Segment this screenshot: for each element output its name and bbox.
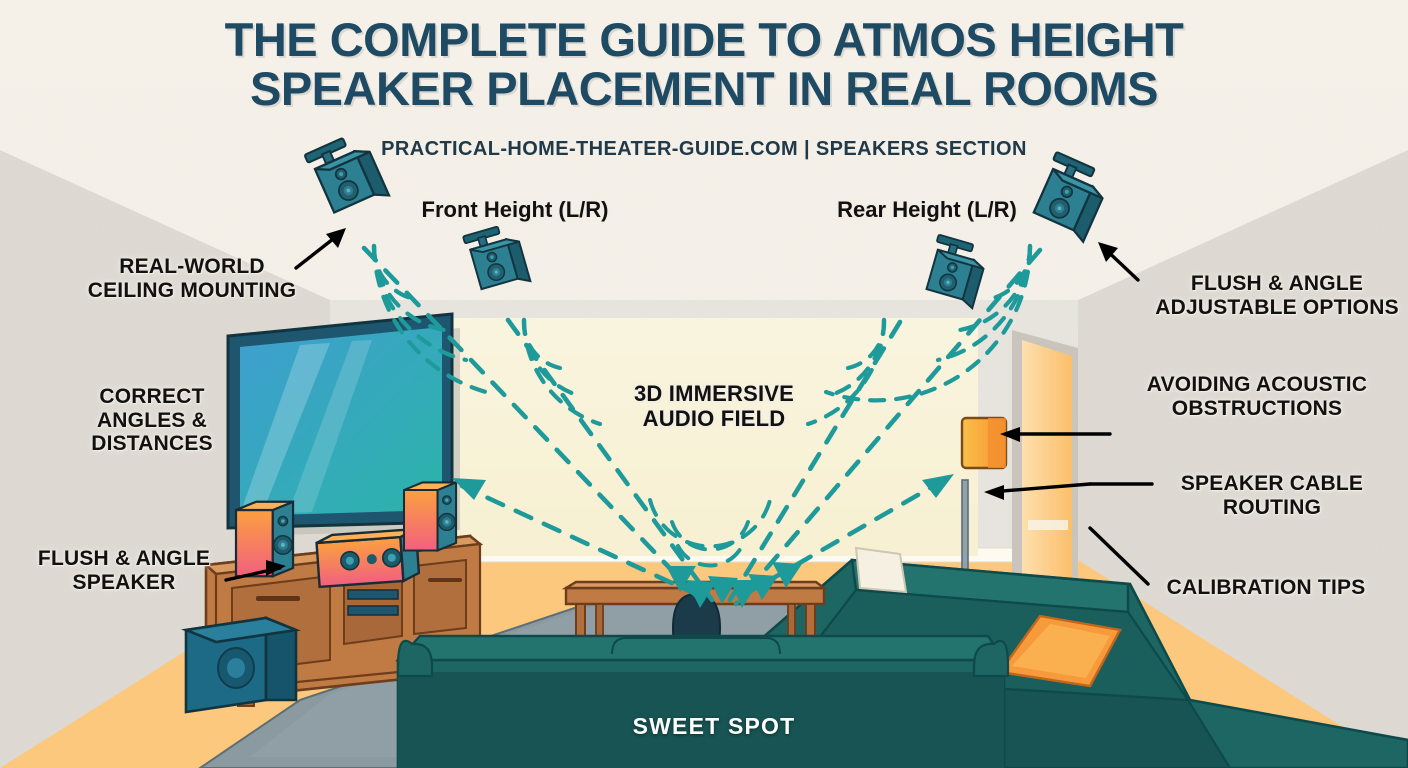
- page-subtitle: PRACTICAL-HOME-THEATER-GUIDE.COM | SPEAK…: [381, 138, 1027, 160]
- label-front-height: Front Height (L/R): [421, 197, 609, 222]
- speaker-front-left: [234, 500, 295, 578]
- tv-unit: [226, 312, 460, 536]
- subwoofer: [181, 616, 301, 714]
- label-rear-height: Rear Height (L/R): [837, 197, 1017, 222]
- title-line-2: SPEAKER PLACEMENT IN REAL ROOMS: [249, 61, 1159, 115]
- page-title: THE COMPLETE GUIDE TO ATMOS HEIGHT SPEAK…: [0, 13, 1408, 115]
- audio-ray-arrowheads: [452, 474, 954, 608]
- label-flush-angle-speaker: FLUSH & ANGLE SPEAKER: [37, 547, 211, 594]
- callout-pointers: [224, 230, 1154, 586]
- title-line-1: THE COMPLETE GUIDE TO ATMOS HEIGHT: [224, 13, 1184, 66]
- sound-arcs-center: [648, 498, 772, 568]
- label-correct-angles: CORRECT ANGLES & DISTANCES: [91, 385, 213, 456]
- label-audio-field: 3D IMMERSIVE AUDIO FIELD: [633, 381, 795, 431]
- floor-lamp: [960, 416, 1008, 601]
- label-flush-angle-options: FLUSH & ANGLE ADJUSTABLE OPTIONS: [1155, 272, 1399, 319]
- label-cable-routing: SPEAKER CABLE ROUTING: [1180, 472, 1364, 519]
- label-calibration-tips: CALIBRATION TIPS: [1166, 576, 1366, 599]
- speaker-front-right: [402, 481, 458, 552]
- audio-rays: [361, 245, 1043, 607]
- label-avoiding-obstructions: AVOIDING ACOUSTIC OBSTRUCTIONS: [1146, 373, 1368, 420]
- sofa-front: [395, 634, 1010, 768]
- label-ceiling-mounting: REAL-WORLD CEILING MOUNTING: [87, 255, 297, 302]
- speaker-center: [315, 527, 421, 589]
- callout-arrowheads: [266, 228, 1118, 576]
- label-sweet-spot: SWEET SPOT: [632, 713, 796, 739]
